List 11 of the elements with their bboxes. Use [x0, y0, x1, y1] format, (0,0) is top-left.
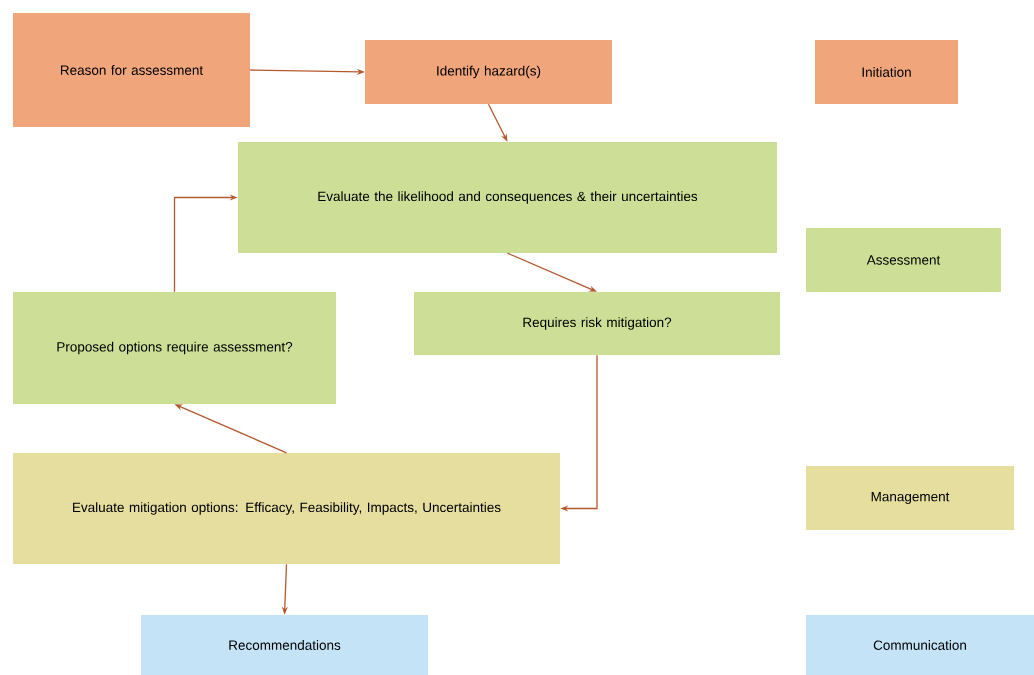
process-box: Communication — [806, 615, 1034, 675]
process-box: Recommendations — [141, 615, 428, 675]
process-box: Management — [806, 466, 1014, 530]
process-box: Assessment — [806, 228, 1001, 292]
process-box: Evaluate mitigation options: Efficacy, Feasibility, Impacts, Uncertainties — [13, 453, 560, 564]
process-box: Proposed options require assessment? — [13, 292, 336, 404]
process-box: Evaluate the likelihood and consequences & their uncertainties — [238, 142, 777, 253]
process-box: Identify hazard(s) — [365, 40, 612, 104]
process-box: Reason for assessment — [13, 13, 250, 127]
process-box: Requires risk mitigation? — [414, 292, 780, 355]
process-box: Initiation — [815, 40, 958, 104]
